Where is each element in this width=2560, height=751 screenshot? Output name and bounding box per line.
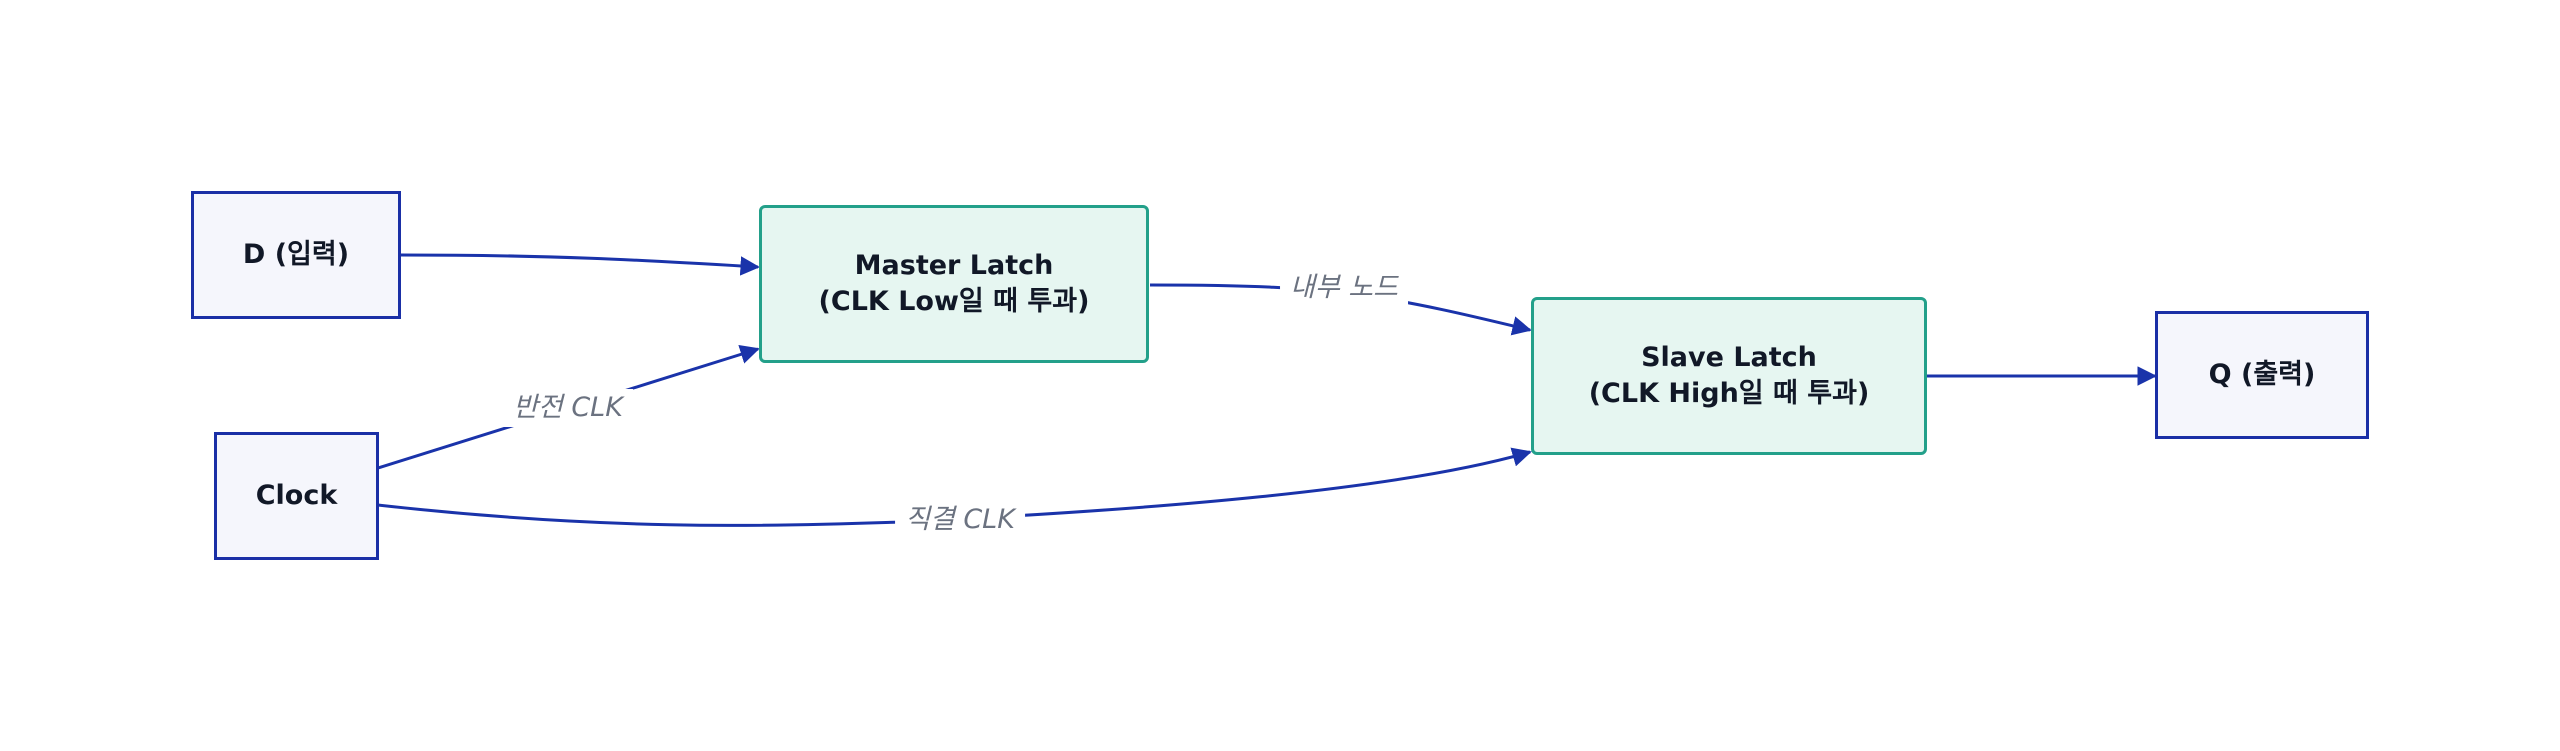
node-q-output: Q (출력) [2155,311,2369,439]
node-slave-latch: Slave Latch (CLK High일 때 투과) [1531,297,1927,455]
node-clock: Clock [214,432,379,560]
node-slave-latch-condition: (CLK High일 때 투과) [1588,378,1870,409]
node-d-input-label: D (입력) [242,239,350,270]
node-q-output-label: Q (출력) [2208,359,2316,390]
edge-label-inverted-clk: 반전 CLK [503,389,633,427]
edge-label-internal-node: 내부 노드 [1280,269,1408,307]
node-d-input: D (입력) [191,191,401,319]
edge-d-to-master [399,253,760,276]
node-master-latch-condition: (CLK Low일 때 투과) [818,286,1090,317]
node-clock-label: Clock [255,480,338,511]
node-master-latch: Master Latch (CLK Low일 때 투과) [759,205,1149,363]
node-slave-latch-title: Slave Latch [1641,342,1817,373]
edge-label-direct-clk: 직결 CLK [895,501,1025,539]
node-master-latch-title: Master Latch [854,250,1054,281]
